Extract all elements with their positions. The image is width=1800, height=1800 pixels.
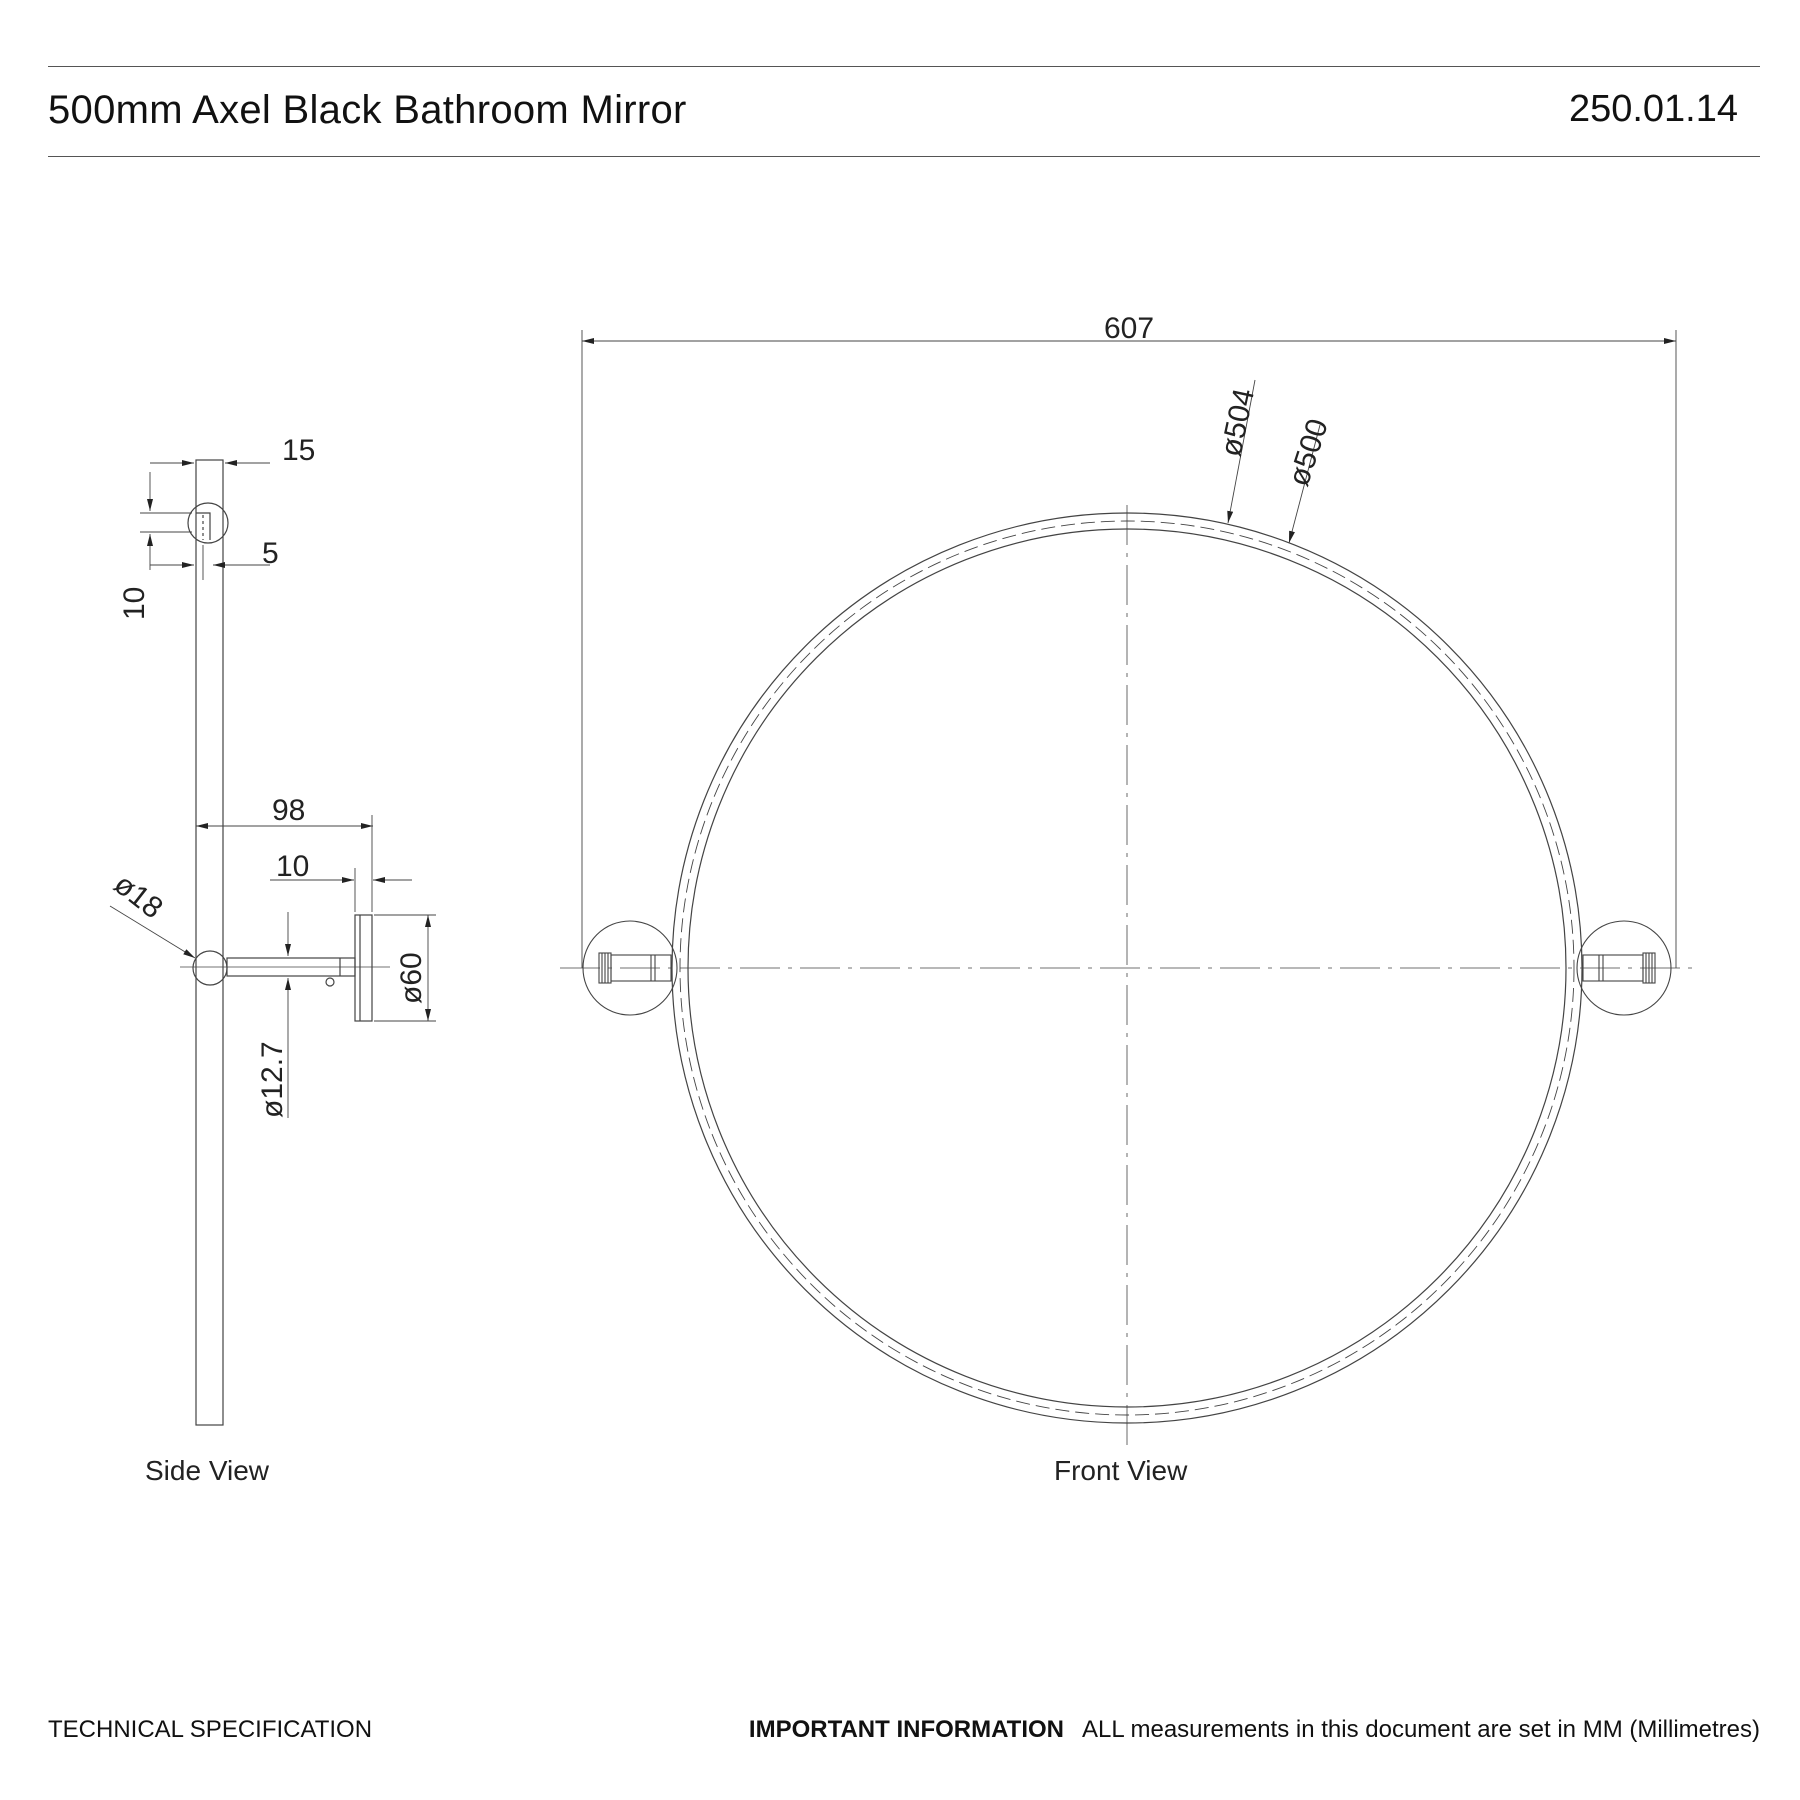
front-left-mount <box>582 920 678 1016</box>
dim-overall-width <box>581 330 1677 968</box>
front-view <box>560 330 1700 1445</box>
label-projection: 98 <box>272 794 305 827</box>
side-frame-profile <box>195 459 224 1426</box>
dim-outer-diameter-leader <box>1227 379 1256 524</box>
front-view-labels: 607 ø504 ø500 Front View <box>1054 312 1335 1486</box>
label-plate-thickness: 10 <box>276 850 309 883</box>
footer-important-information: IMPORTANT INFORMATION ALL measurements in… <box>749 1716 1760 1744</box>
footer-important-label: IMPORTANT INFORMATION <box>748 1716 1064 1743</box>
product-code: 250.01.14 <box>1568 88 1738 130</box>
label-outer-diameter: ø504 <box>1215 386 1261 460</box>
front-right-mount <box>1576 920 1672 1016</box>
header-bottom-rule <box>48 156 1760 157</box>
dim-mirror-diameter-leader <box>1288 424 1321 544</box>
footer-important-text: ALL measurements in this document are se… <box>1082 1716 1760 1743</box>
footer-technical-specification: TECHNICAL SPECIFICATION <box>48 1716 373 1743</box>
dim-frame-height <box>140 472 192 570</box>
dim-projection <box>196 815 373 912</box>
label-mirror-diameter: ø500 <box>1282 415 1335 490</box>
side-view-labels: 15 5 10 98 10 ø60 ø12.7 ø18 Side View <box>108 434 428 1486</box>
label-frame-depth: 15 <box>282 434 315 467</box>
page-title: 500mm Axel Black Bathroom Mirror <box>48 88 687 132</box>
side-wall-plate <box>354 914 373 1022</box>
side-frame-section <box>187 502 229 544</box>
label-frame-inner: 5 <box>262 537 279 570</box>
front-view-caption: Front View <box>1054 1455 1188 1486</box>
label-frame-height: 10 <box>118 587 151 620</box>
dim-plate-diameter <box>374 914 436 1022</box>
label-rod-diameter: ø12.7 <box>256 1041 289 1118</box>
label-overall-width: 607 <box>1104 312 1154 345</box>
side-view-caption: Side View <box>145 1455 270 1486</box>
dim-frame-inner <box>150 545 270 580</box>
side-knob <box>192 950 228 986</box>
side-view <box>109 459 436 1426</box>
label-knob-diameter: ø18 <box>108 868 169 926</box>
header-top-rule <box>48 66 1760 67</box>
dim-knob-leader <box>109 905 196 959</box>
label-plate-diameter: ø60 <box>395 952 428 1004</box>
dim-plate-thickness <box>270 868 412 912</box>
